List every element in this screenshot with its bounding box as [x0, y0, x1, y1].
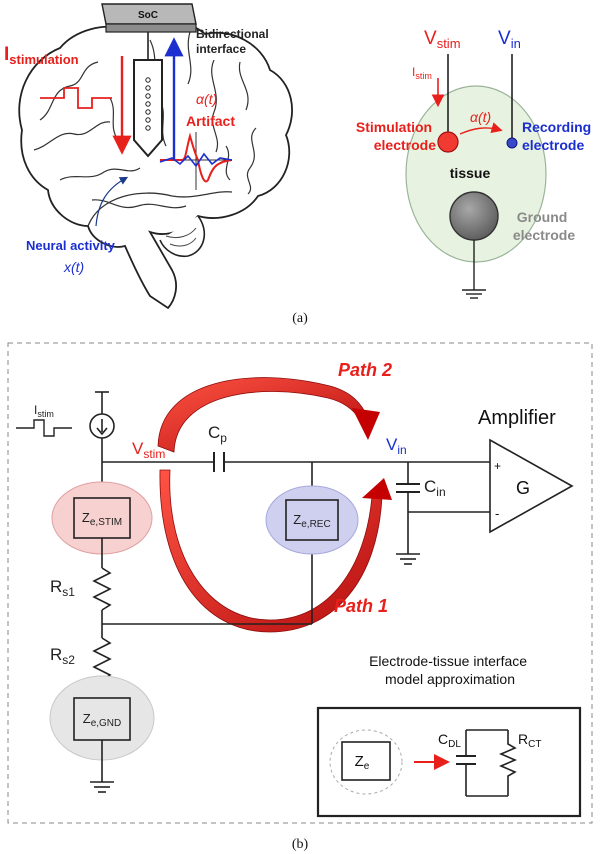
stim-pulse-b: [16, 419, 72, 437]
alpha-t-arrow-right: [459, 122, 503, 135]
cin-label: Cin: [424, 477, 446, 499]
rs1-label: Rs1: [50, 577, 75, 599]
electrode-probe: [133, 59, 163, 158]
v-stim-label: Vstim: [424, 28, 461, 51]
stimulation-electrode-label: Stimulation electrode: [356, 119, 436, 153]
minus-sign: -: [495, 506, 499, 521]
x-t-label: x(t): [63, 259, 84, 275]
stim-pulse-waveform: [40, 87, 112, 109]
plus-sign: +: [494, 459, 501, 473]
path1-label: Path 1: [334, 596, 388, 616]
cdl-label: CDL: [438, 731, 461, 750]
ground-symbol-b: [90, 781, 114, 793]
i-stim-label-b: Istim: [34, 403, 54, 419]
caption-b: (b): [292, 837, 309, 852]
caption-a: (a): [292, 311, 308, 326]
artifact-waveform: [160, 132, 233, 183]
capacitor-cp: [213, 452, 225, 472]
ze-rec-label: Ze,REC: [293, 512, 330, 530]
v-in-label: Vin: [498, 28, 521, 51]
artifact-label: Artifact: [186, 113, 235, 129]
ground-electrode-dot: [449, 191, 499, 241]
amplifier-label: Amplifier: [478, 407, 556, 429]
ground-electrode-label: Ground electrode: [513, 209, 575, 243]
alpha-t-label-right: α(t): [470, 109, 491, 125]
parallel-rc: [456, 729, 518, 797]
tissue-region: [405, 85, 547, 263]
inset-ze-label: Ze: [355, 753, 370, 772]
recording-electrode-label: Recording electrode: [522, 119, 595, 153]
ground-symbol-cin: [396, 553, 420, 565]
recording-electrode-dot: [506, 137, 518, 149]
v-in-label-b: Vin: [386, 435, 407, 457]
tissue-label: tissue: [450, 165, 491, 181]
path-arrows: [157, 377, 392, 633]
neural-activity-label: Neural activity: [26, 238, 116, 253]
v-stim-label-b: Vstim: [132, 439, 165, 461]
resistor-rs1: [92, 567, 112, 611]
amplifier-triangle: [489, 438, 574, 534]
inset-ze-box: [341, 741, 391, 781]
ze-rec-box: [285, 499, 339, 541]
inset-title: Electrode-tissue interface model approxi…: [369, 653, 531, 687]
bidirectional-label: Bidirectional interface: [196, 27, 272, 56]
rct-label: RCT: [518, 731, 541, 750]
rs2-label: Rs2: [50, 645, 75, 667]
alpha-t-label: α(t): [196, 91, 217, 107]
soc-label: SoC: [138, 10, 158, 21]
soc-chip: SoC: [101, 3, 197, 33]
path2-label: Path 2: [338, 360, 392, 380]
ze-gnd-label: Ze,GND: [83, 711, 122, 729]
ze-stim-label: Ze,STIM: [82, 510, 122, 528]
i-stim-label-a: Istim: [412, 65, 432, 81]
resistor-rs2: [92, 637, 112, 681]
ground-symbol-a: [462, 289, 486, 299]
stimulation-electrode-dot: [437, 131, 459, 153]
ze-stim-box: [73, 497, 131, 539]
circuit-frame: [7, 342, 593, 824]
i-stimulation-label: Istimulation: [4, 44, 79, 67]
capacitor-cin: [396, 483, 420, 493]
gain-label: G: [516, 478, 530, 498]
cp-label: Cp: [208, 423, 227, 445]
ze-gnd-box: [73, 697, 131, 741]
neural-waveform: [159, 152, 233, 168]
neural-activity-arrow: [95, 176, 129, 227]
